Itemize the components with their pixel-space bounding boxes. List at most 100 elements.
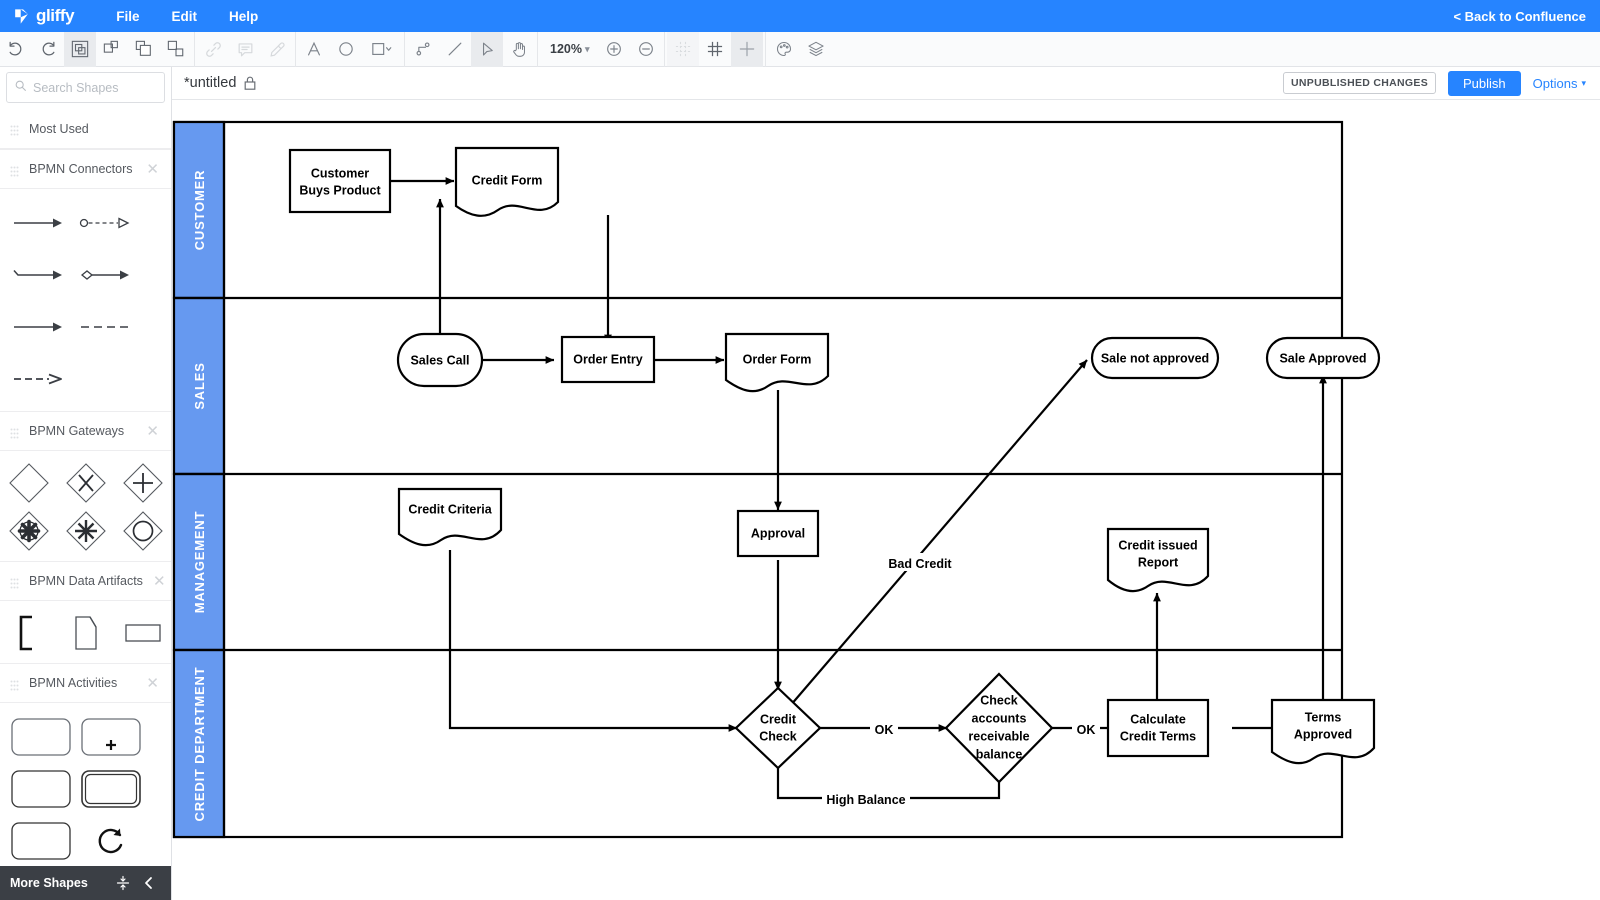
- sidebar-section-bpmn-gateways[interactable]: BPMN Gateways ✕: [0, 411, 171, 451]
- shape-loop-activity-arrow[interactable]: [76, 815, 146, 867]
- comment-icon: [236, 40, 255, 59]
- status-badge: UNPUBLISHED CHANGES: [1283, 72, 1437, 94]
- format-painter-button[interactable]: [261, 32, 293, 67]
- node-credit-issued-report[interactable]: Credit issued Report: [1106, 527, 1210, 593]
- line-tool-button[interactable]: [439, 32, 471, 67]
- shape-dashed-line-connector[interactable]: [71, 301, 138, 353]
- sidebar-section-bpmn-connectors[interactable]: BPMN Connectors ✕: [0, 149, 171, 189]
- node-calculate-credit-terms[interactable]: Calculate Credit Terms: [1106, 698, 1210, 758]
- shape-dashed-open-arrow-connector[interactable]: [4, 353, 71, 405]
- menu-file[interactable]: File: [116, 8, 140, 24]
- node-order-entry[interactable]: Order Entry: [560, 335, 656, 384]
- node-label-line: Check: [759, 729, 797, 743]
- gliffy-logo-icon: [12, 7, 31, 26]
- ungroup-button[interactable]: [96, 32, 128, 67]
- guides-button[interactable]: [730, 31, 763, 67]
- shape-data-store-rectangle[interactable]: [114, 609, 171, 657]
- edge-creditcheck-to-salenotapproved[interactable]: [777, 359, 1088, 721]
- node-label-line: Terms: [1305, 710, 1342, 724]
- node-credit-criteria[interactable]: Credit Criteria: [397, 487, 503, 547]
- node-label-line: Credit: [760, 712, 797, 726]
- zoom-in-button[interactable]: [598, 32, 630, 67]
- node-approval[interactable]: Approval: [736, 509, 820, 558]
- shape-grid-gateways: [0, 451, 171, 561]
- node-customer-buys-product[interactable]: Customer Buys Product: [288, 148, 392, 214]
- shape-plain-solid-arrow-connector[interactable]: [4, 301, 71, 353]
- shape-data-object-page[interactable]: [57, 609, 114, 657]
- resize-handle-icon[interactable]: [110, 875, 136, 891]
- shape-event-gateway-circle[interactable]: [114, 507, 171, 555]
- node-sales-call[interactable]: Sales Call: [396, 332, 484, 388]
- comment-button[interactable]: [229, 32, 261, 67]
- options-button[interactable]: Options ▾: [1533, 76, 1586, 91]
- select-tool-button[interactable]: [471, 31, 503, 67]
- undo-button[interactable]: [0, 32, 32, 67]
- page-title[interactable]: *untitled: [184, 75, 237, 91]
- sidebar-section-bpmn-activities[interactable]: BPMN Activities ✕: [0, 663, 171, 703]
- shape-exclusive-gateway-x[interactable]: [57, 459, 114, 507]
- close-icon[interactable]: ✕: [152, 572, 166, 590]
- shape-diamond-solid-arrow-connector[interactable]: [71, 249, 138, 301]
- close-icon[interactable]: ✕: [146, 422, 159, 440]
- bring-to-front-button[interactable]: [128, 32, 160, 67]
- sidebar-section-bpmn-data-artifacts[interactable]: BPMN Data Artifacts ✕: [0, 561, 171, 601]
- shape-parallel-gateway-asterisk[interactable]: [57, 507, 114, 555]
- text-tool-button[interactable]: [298, 32, 330, 67]
- menu-help[interactable]: Help: [228, 8, 259, 24]
- diagram-canvas[interactable]: CUSTOMER SALES MANAGEMENT CREDIT DEPARTM…: [172, 100, 1600, 900]
- redo-button[interactable]: [32, 32, 64, 67]
- theme-button[interactable]: [768, 32, 800, 67]
- menu-edit[interactable]: Edit: [171, 8, 197, 24]
- lane-band-credit-department[interactable]: [172, 648, 226, 839]
- pan-tool-button[interactable]: [503, 32, 535, 67]
- shape-call-activity-double-border[interactable]: [76, 763, 146, 815]
- shape-library-sidebar: Most Used BPMN Connectors ✕: [0, 67, 172, 900]
- shape-exclusive-gateway-empty[interactable]: [0, 459, 57, 507]
- layers-button[interactable]: [800, 32, 832, 67]
- gliffy-logo[interactable]: gliffy: [0, 6, 75, 26]
- group-button[interactable]: [64, 31, 96, 67]
- node-credit-check[interactable]: Credit Check: [734, 686, 822, 770]
- connectors: [384, 177, 1327, 800]
- lock-icon[interactable]: [244, 76, 256, 90]
- rectangle-tool-button[interactable]: [362, 32, 402, 67]
- shape-group-bracket[interactable]: [0, 609, 57, 657]
- publish-button[interactable]: Publish: [1448, 70, 1521, 96]
- shape-circle-dashed-open-arrow-connector[interactable]: [71, 197, 138, 249]
- shape-complex-gateway-filled[interactable]: [0, 507, 57, 555]
- node-sale-not-approved[interactable]: Sale not approved: [1090, 336, 1220, 380]
- shape-inclusive-gateway-plus[interactable]: [114, 459, 171, 507]
- close-icon[interactable]: ✕: [146, 674, 159, 692]
- close-icon[interactable]: ✕: [146, 160, 159, 178]
- shape-task-rounded-2[interactable]: [6, 763, 76, 815]
- node-credit-form[interactable]: Credit Form: [454, 146, 560, 217]
- collapse-panel-icon[interactable]: [136, 876, 162, 890]
- zoom-out-button[interactable]: [630, 32, 662, 67]
- search-input[interactable]: [33, 80, 153, 95]
- node-order-form[interactable]: Order Form: [724, 332, 830, 393]
- shape-subprocess-plus[interactable]: [76, 711, 146, 763]
- edge-label-ok-2: OK: [1077, 723, 1096, 737]
- shape-solid-arrow-connector[interactable]: [4, 197, 71, 249]
- send-to-back-button[interactable]: [160, 32, 192, 67]
- node-label-line: Report: [1138, 555, 1179, 569]
- node-terms-approved[interactable]: Terms Approved: [1270, 698, 1376, 765]
- back-to-confluence-link[interactable]: < Back to Confluence: [1453, 8, 1586, 24]
- edge-criteria-to-creditcheck[interactable]: [448, 550, 738, 732]
- shape-task-rounded[interactable]: [6, 711, 76, 763]
- search-shapes-row[interactable]: [6, 72, 165, 103]
- node-label-line: Credit issued: [1118, 538, 1197, 552]
- shape-task-rounded-3[interactable]: [6, 815, 76, 867]
- zoom-level-selector[interactable]: 120% ▾: [540, 42, 598, 56]
- elbow-connector-button[interactable]: [407, 32, 439, 67]
- node-sale-approved[interactable]: Sale Approved: [1265, 336, 1381, 380]
- node-label-line: Buys Product: [299, 183, 381, 197]
- show-grid-button[interactable]: [699, 32, 731, 67]
- snap-to-grid-button[interactable]: [666, 31, 699, 67]
- link-button[interactable]: [197, 32, 229, 67]
- more-shapes-bar[interactable]: More Shapes: [0, 866, 171, 900]
- ellipse-tool-button[interactable]: [330, 32, 362, 67]
- sidebar-section-most-used[interactable]: Most Used: [0, 109, 171, 149]
- shape-message-arrow-connector[interactable]: [4, 249, 71, 301]
- node-check-accounts-receivable-balance[interactable]: Check accounts receivable balance: [944, 672, 1054, 784]
